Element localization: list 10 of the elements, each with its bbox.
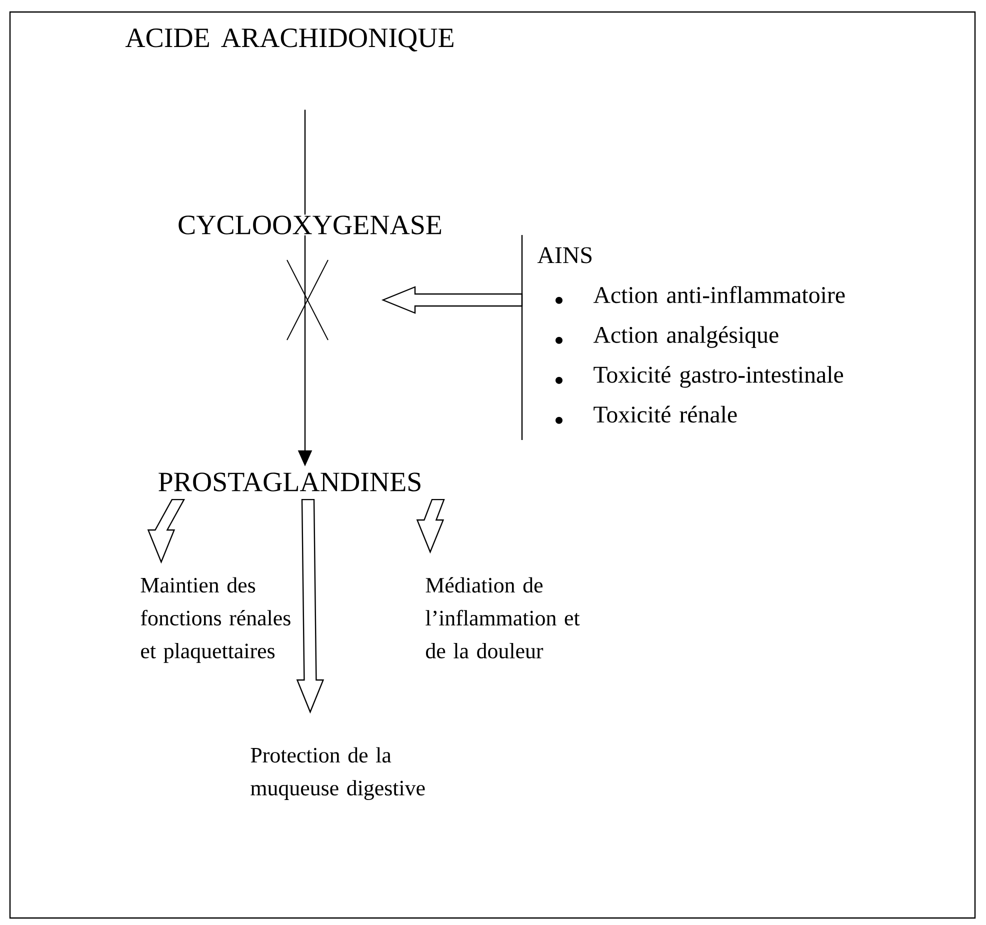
title-text: PROSTAGLANDINES: [158, 472, 420, 492]
bullet-list: AINS Action anti-inflammatoire Action analgésique Toxicité gastro-intestinale Toxicité rénale: [537, 247, 845, 423]
block-arrow: [381, 286, 523, 314]
title-text: ACIDE ARACHIDONIQUE: [125, 28, 454, 52]
edge-label: CYCLOOXYGENASE: [176, 214, 444, 236]
effect-text: Protection de la muqueuse digestive: [250, 747, 425, 800]
effect-text: Maintien des fonctions rénales et plaquettaires: [140, 577, 290, 663]
block-arrow: [416, 498, 445, 554]
block-arrow: [296, 498, 324, 714]
effect-text: Médiation de l’inflammation et de la douleur: [426, 577, 580, 658]
